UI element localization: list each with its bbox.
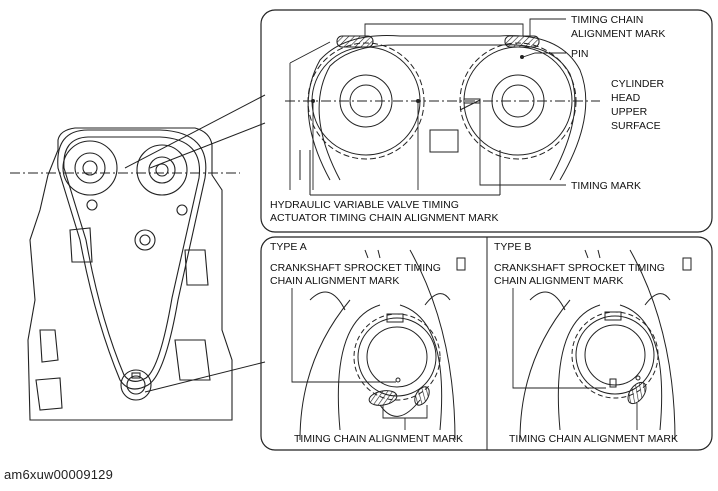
label-timing-chain-line1: TIMING CHAIN (571, 14, 643, 26)
label-hvvt-line2: ACTUATOR TIMING CHAIN ALIGNMENT MARK (270, 212, 499, 224)
label-crank-a-line2: CHAIN ALIGNMENT MARK (270, 275, 399, 287)
label-crank-a-line1: CRANKSHAFT SPROCKET TIMING (270, 262, 441, 274)
camshaft-detail-box: TIMING CHAIN ALIGNMENT MARK PIN CYLINDER… (260, 9, 713, 233)
label-tcam-b: TIMING CHAIN ALIGNMENT MARK (509, 433, 678, 445)
timing-chain-alignment-mark-right (504, 35, 540, 48)
label-cylinder: CYLINDER (611, 78, 665, 90)
label-upper: UPPER (611, 106, 648, 118)
label-hvvt-line1: HYDRAULIC VARIABLE VALVE TIMING (270, 199, 459, 211)
callout-leader-top (124, 94, 266, 169)
timing-chain-diagram: TIMING CHAIN ALIGNMENT MARK PIN CYLINDER… (10, 9, 713, 451)
label-type-b: TYPE B (494, 241, 531, 253)
label-crank-b-line1: CRANKSHAFT SPROCKET TIMING (494, 262, 665, 274)
timing-chain-alignment-mark-left (336, 35, 374, 48)
engine-overview (10, 127, 240, 421)
type-a-sprocket (299, 249, 466, 441)
label-surface: SURFACE (611, 120, 661, 132)
label-tcam-a: TIMING CHAIN ALIGNMENT MARK (294, 433, 463, 445)
label-timing-mark: TIMING MARK (571, 180, 641, 192)
label-head: HEAD (611, 92, 641, 104)
type-a-alignment-marks (368, 386, 430, 406)
type-b-pin (635, 375, 641, 381)
label-timing-chain-line2: ALIGNMENT MARK (571, 28, 665, 40)
callout-leader-bottom (144, 361, 266, 393)
label-type-a: TYPE A (270, 241, 307, 253)
type-a-pin (395, 377, 401, 383)
crankshaft-detail-box: TYPE A CRANKSHAFT SPROCKET TIMING CHAIN … (260, 236, 713, 451)
label-pin: PIN (571, 48, 589, 60)
figure-caption: am6xuw00009129 (4, 467, 114, 482)
type-b-alignment-mark (627, 381, 647, 405)
label-crank-b-line2: CHAIN ALIGNMENT MARK (494, 275, 623, 287)
type-b-sprocket (519, 249, 692, 441)
